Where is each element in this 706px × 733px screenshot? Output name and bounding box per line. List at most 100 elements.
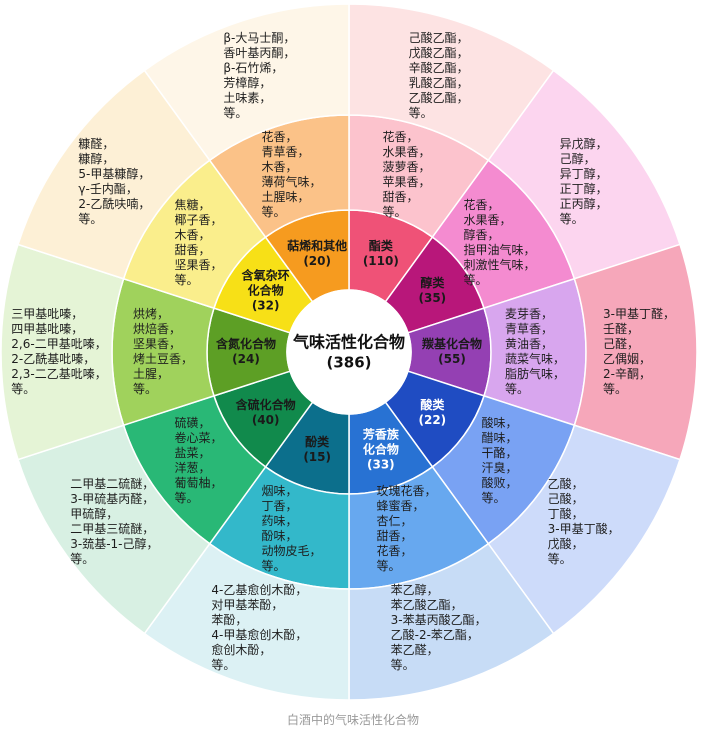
compound-name: 丁酸， [547, 507, 584, 522]
aroma-descriptor: 玫瑰花香， [376, 483, 437, 498]
aroma-descriptor: 甜香， [174, 242, 211, 257]
compound-name: 对甲基苯酚， [211, 597, 284, 612]
compound-name: 香叶基丙酮， [223, 46, 296, 61]
aroma-descriptor: 等。 [261, 558, 286, 573]
category-label-10: 萜烯和其他(20) [287, 239, 347, 269]
aroma-descriptor: 脂肪气味， [504, 367, 566, 381]
wheel-center-label: 气味活性化合物 (386) [293, 332, 405, 373]
aroma-list-6: 烟味，丁香，药味，酚味，动物皮毛，等。 [262, 484, 322, 574]
compound-name: 苯酚， [211, 612, 248, 627]
compound-name: 2-辛酮， [603, 367, 651, 381]
aroma-descriptor: 酚味， [261, 528, 298, 543]
compound-name: 等。 [547, 552, 572, 567]
aroma-descriptor: 木香， [174, 227, 211, 242]
aroma-descriptor: 等。 [504, 382, 530, 396]
aroma-descriptor: 薄荷气味， [261, 175, 322, 190]
category-label-9: 含氧杂环化合物(32) [242, 269, 290, 314]
compound-name: 等。 [223, 106, 248, 121]
aroma-descriptor: 等。 [132, 382, 158, 396]
compound-name: 5-甲基糠醇， [78, 166, 151, 181]
aroma-descriptor: 杏仁， [376, 513, 413, 528]
compound-name: 苯乙酸乙酯， [390, 597, 463, 612]
aroma-descriptor: 动物皮毛， [261, 543, 322, 558]
compound-name: 四甲基吡嗪， [11, 322, 84, 336]
compound-name: 己醇， [559, 151, 596, 166]
category-label-2: 醇类(35) [418, 276, 446, 306]
aroma-descriptor: 蜂蜜香， [376, 498, 425, 513]
compound-list-9: 糠醛，糠醇，5-甲基糠醇，γ-壬内酯，2-乙酰呋喃，等。 [78, 137, 150, 227]
compound-name: 糠醇， [78, 151, 115, 166]
compound-name: 异丁醇， [559, 166, 608, 181]
aroma-descriptor: 等。 [382, 205, 407, 220]
category-label-8: 含氮化合物(24) [216, 337, 276, 367]
compound-name: 辛酸乙酯， [408, 61, 469, 76]
category-count: (33) [366, 457, 395, 472]
category-label-1: 酯类(110) [363, 239, 399, 269]
aroma-descriptor: 苹果香， [382, 175, 431, 190]
aroma-descriptor: 木香， [261, 160, 298, 175]
compound-name: 二甲基三硫醚， [70, 522, 155, 537]
category-count: (35) [418, 291, 447, 306]
wheel-center-disc [286, 289, 412, 415]
aroma-descriptor: 土腥， [132, 367, 170, 381]
aroma-descriptor: 醋味， [481, 431, 518, 446]
category-count: (110) [362, 254, 399, 269]
compound-name: 己酸， [547, 492, 584, 507]
compound-name: 4-甲基愈创木酚， [211, 627, 308, 642]
compound-name: 戊酸乙酯， [408, 46, 469, 61]
category-count: (55) [438, 352, 466, 366]
category-count: (22) [418, 412, 447, 427]
category-name: 化合物 [247, 283, 284, 298]
compound-name: 戊酸， [547, 537, 584, 552]
aroma-descriptor: 药味， [261, 513, 298, 528]
compound-list-5: 苯乙醇，苯乙酸乙酯，3-苯基丙酸乙酯，乙酸-2-苯乙酯，苯乙醛，等。 [391, 583, 487, 673]
compound-name: 乙偶姻， [603, 352, 652, 366]
aroma-descriptor: 青草香， [261, 145, 310, 160]
compound-name: 苯乙醇， [390, 582, 439, 597]
aroma-descriptor: 坚果香， [132, 337, 182, 351]
compound-name: 乙酸， [547, 477, 584, 492]
compound-list-8: 三甲基吡嗪，四甲基吡嗪，2,6-二甲基吡嗪，2-乙酰基吡嗪，2,3-二乙基吡嗪，… [11, 307, 106, 397]
category-name: 酚类 [305, 434, 330, 449]
compound-name: 二甲基二硫醚， [70, 477, 155, 492]
compound-name: 己酸乙酯， [408, 31, 469, 46]
aroma-descriptor: 花香， [261, 130, 298, 145]
aroma-descriptor: 丁香， [261, 498, 298, 513]
aroma-descriptor: 指甲油气味， [463, 242, 536, 257]
aroma-descriptor: 等。 [463, 272, 488, 287]
category-name: 含氮化合物 [215, 337, 277, 351]
compound-name: 己醛， [603, 337, 640, 351]
category-label-5: 芳香族化合物(33) [363, 427, 399, 472]
compound-name: 甲硫醇， [70, 507, 119, 522]
compound-name: 土味素， [223, 91, 272, 106]
compound-name: 2,3-二乙基吡嗪， [11, 367, 107, 381]
compound-name: 愈创木酚， [211, 642, 272, 657]
compound-name: 乙酸乙酯， [408, 91, 469, 106]
compound-name: 等。 [78, 211, 103, 226]
compound-name: 3-甲基丁醛， [603, 307, 675, 321]
compound-name: 芳樟醇， [223, 76, 272, 91]
category-label-6: 酚类(15) [303, 435, 331, 465]
aroma-descriptor: 水果香， [463, 212, 512, 227]
compound-list-4: 乙酸，己酸，丁酸，3-甲基丁酸，戊酸，等。 [548, 477, 620, 567]
aroma-descriptor: 青草香， [504, 322, 554, 336]
category-label-7: 含硫化合物(40) [236, 398, 296, 428]
category-count: (15) [303, 449, 331, 464]
category-name: 酯类 [368, 239, 393, 254]
compound-name: 壬醛， [603, 322, 640, 336]
compound-name: 糠醛， [78, 136, 115, 151]
compound-list-3: 3-甲基丁醛，壬醛，己醛，乙偶姻，2-辛酮，等。 [603, 307, 675, 397]
compound-name: 等。 [408, 106, 433, 121]
category-label-3: 羰基化合物(55) [422, 337, 482, 367]
aroma-descriptor: 麦芽香， [504, 307, 554, 321]
compound-name: 3-甲硫基丙醛， [70, 492, 155, 507]
compound-sector-10 [143, 3, 350, 162]
compound-name: 正丙醇， [559, 196, 608, 211]
aroma-list-8: 烘烤，烘焙香，坚果香，烤土豆香，土腥，等。 [133, 307, 193, 397]
aroma-descriptor: 干酪， [481, 446, 518, 461]
compound-name: 异戊醇， [559, 136, 608, 151]
compound-name: 3-甲基丁酸， [547, 522, 620, 537]
compound-list-2: 异戊醇，己醇，异丁醇，正丁醇，正丙醇，等。 [560, 137, 608, 227]
aroma-descriptor: 黄油香， [504, 337, 554, 351]
compound-name: 正丁醇， [559, 181, 608, 196]
